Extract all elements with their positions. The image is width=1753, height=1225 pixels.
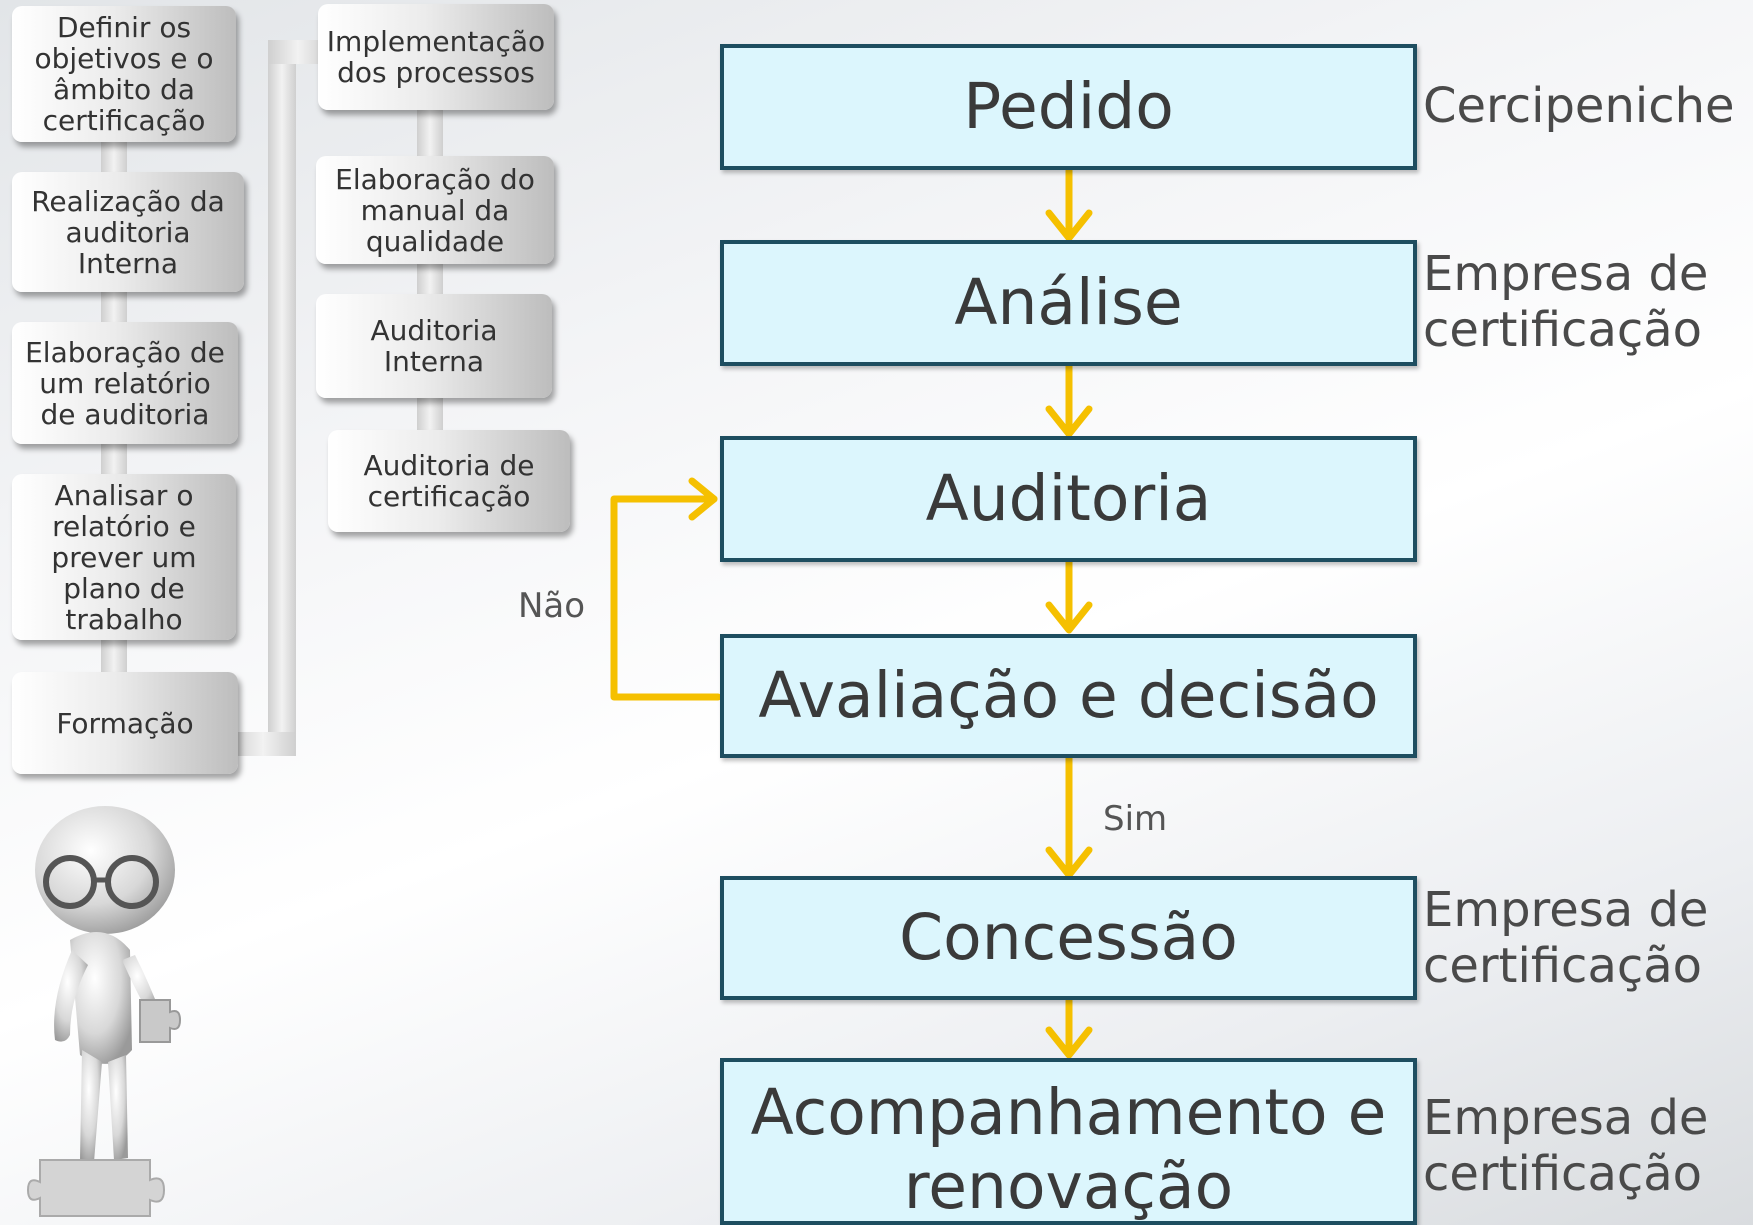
bridge-vertical-connector: [268, 40, 296, 756]
step-define-objectives: Definir os objetivos e o âmbito da certi…: [12, 6, 236, 142]
step-training: Formação: [12, 672, 238, 774]
side-label-acompanhamento: Empresa de certificação: [1423, 1090, 1709, 1202]
step-internal-audit: Realização da auditoria Interna: [12, 172, 244, 292]
bridge-bottom-connector: [230, 732, 296, 756]
step-analyze-report: Analisar o relatório e prever um plano d…: [12, 474, 236, 640]
step-internal-audit-2: Auditoria Interna: [316, 294, 552, 398]
edge-label-nao: Não: [518, 586, 586, 626]
step-certification-audit: Auditoria de certificação: [328, 430, 570, 532]
step-process-implementation: Implementação dos processos: [318, 4, 554, 110]
flow-step-concessao: Concessão: [720, 876, 1417, 1000]
edge-label-sim: Sim: [1103, 799, 1168, 839]
step-quality-manual: Elaboração do manual da qualidade: [316, 156, 554, 264]
side-label-concessao: Empresa de certificação: [1423, 882, 1709, 994]
flow-step-avaliacao: Avaliação e decisão: [720, 634, 1417, 758]
flow-step-auditoria: Auditoria: [720, 436, 1417, 562]
side-label-analise: Empresa de certificação: [1423, 246, 1709, 358]
flow-step-pedido: Pedido: [720, 44, 1417, 170]
flow-step-acompanhamento: Acompanhamento e renovação: [720, 1058, 1417, 1225]
thinking-figure-illustration: [26, 806, 182, 1217]
side-label-pedido: Cercipeniche: [1423, 78, 1735, 134]
flow-step-analise: Análise: [720, 240, 1417, 366]
step-audit-report: Elaboração de um relatório de auditoria: [12, 322, 238, 444]
